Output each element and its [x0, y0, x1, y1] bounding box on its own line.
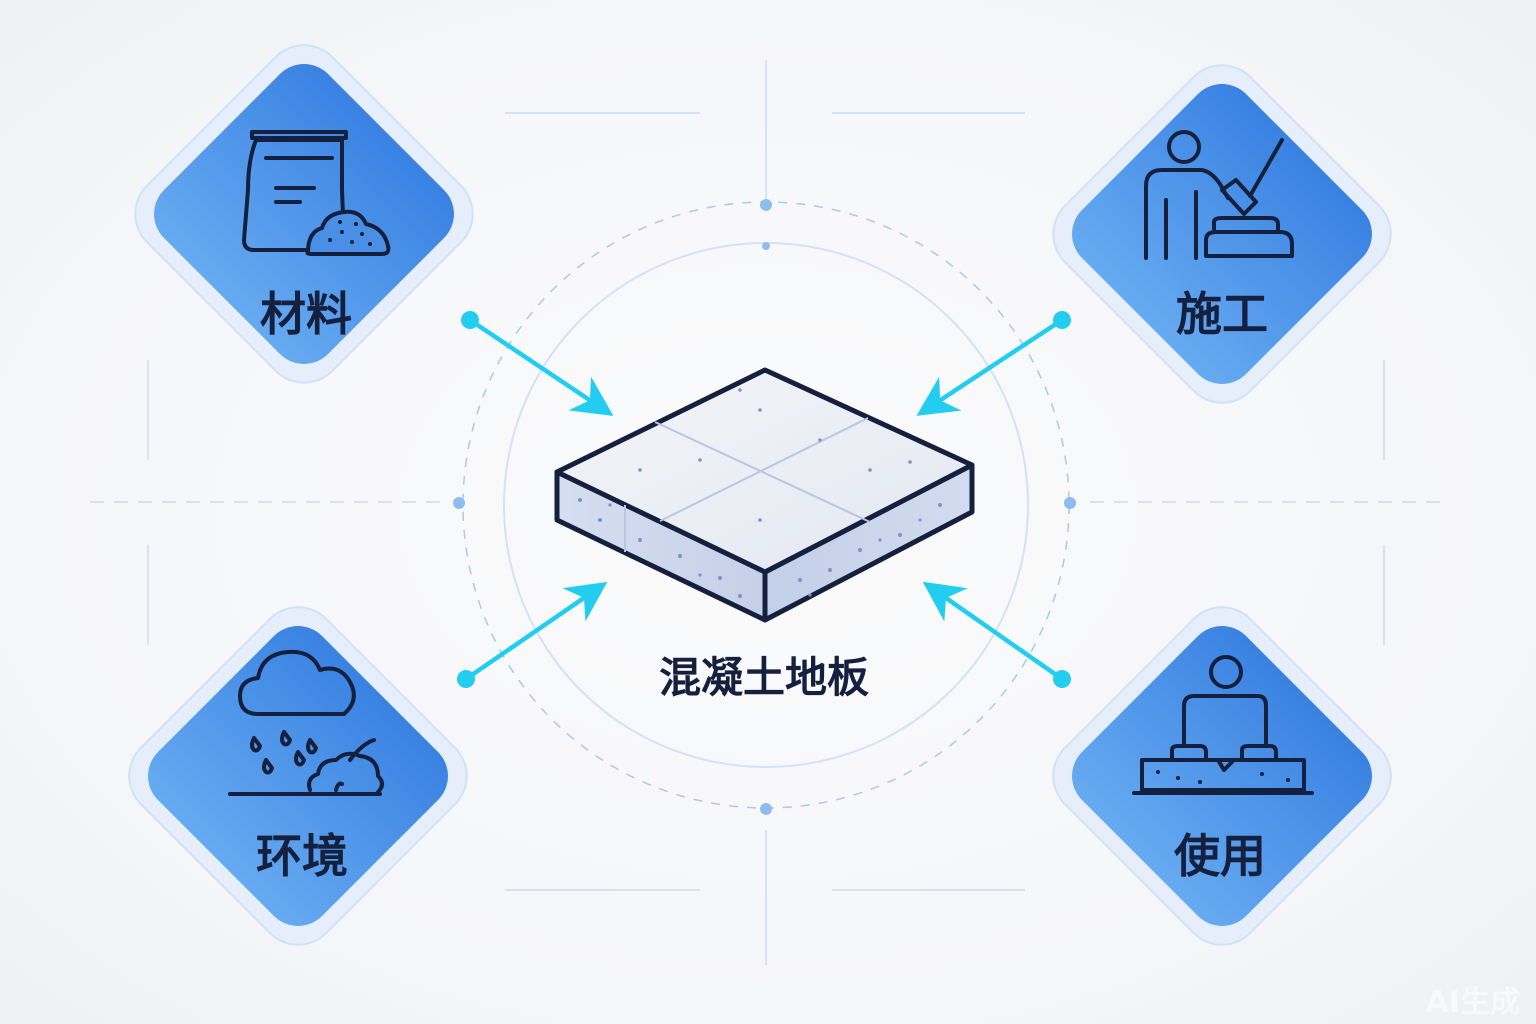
arrow-materials — [461, 311, 614, 417]
arrow-environment — [457, 581, 608, 688]
floor-texture-dots — [1156, 770, 1290, 784]
node-label-usage: 使用 — [1174, 829, 1266, 883]
node-construction: 施工 — [1052, 64, 1392, 404]
node-materials: 材料 — [134, 44, 474, 384]
node-usage: 使用 — [1052, 606, 1392, 946]
person-on-floor-icon — [1132, 655, 1314, 795]
cement-powder-dots — [328, 220, 372, 246]
ring-dots — [453, 199, 1076, 815]
rain-cloud-icon — [228, 649, 384, 796]
node-label-environment: 环境 — [256, 829, 348, 883]
concrete-slab-icon — [554, 367, 975, 623]
guide-lines — [90, 60, 1445, 965]
node-label-construction: 施工 — [1176, 287, 1268, 341]
worker-trowel-icon — [1144, 130, 1294, 260]
node-label-materials: 材料 — [260, 287, 352, 341]
center-label: 混凝土地板 — [659, 653, 869, 702]
arrow-construction — [916, 311, 1071, 416]
arrow-usage — [922, 581, 1071, 688]
connector-arrows — [457, 311, 1071, 688]
watermark-text: AI生成 — [1426, 985, 1520, 1020]
node-environment: 环境 — [128, 606, 468, 946]
slab-texture — [578, 388, 942, 598]
